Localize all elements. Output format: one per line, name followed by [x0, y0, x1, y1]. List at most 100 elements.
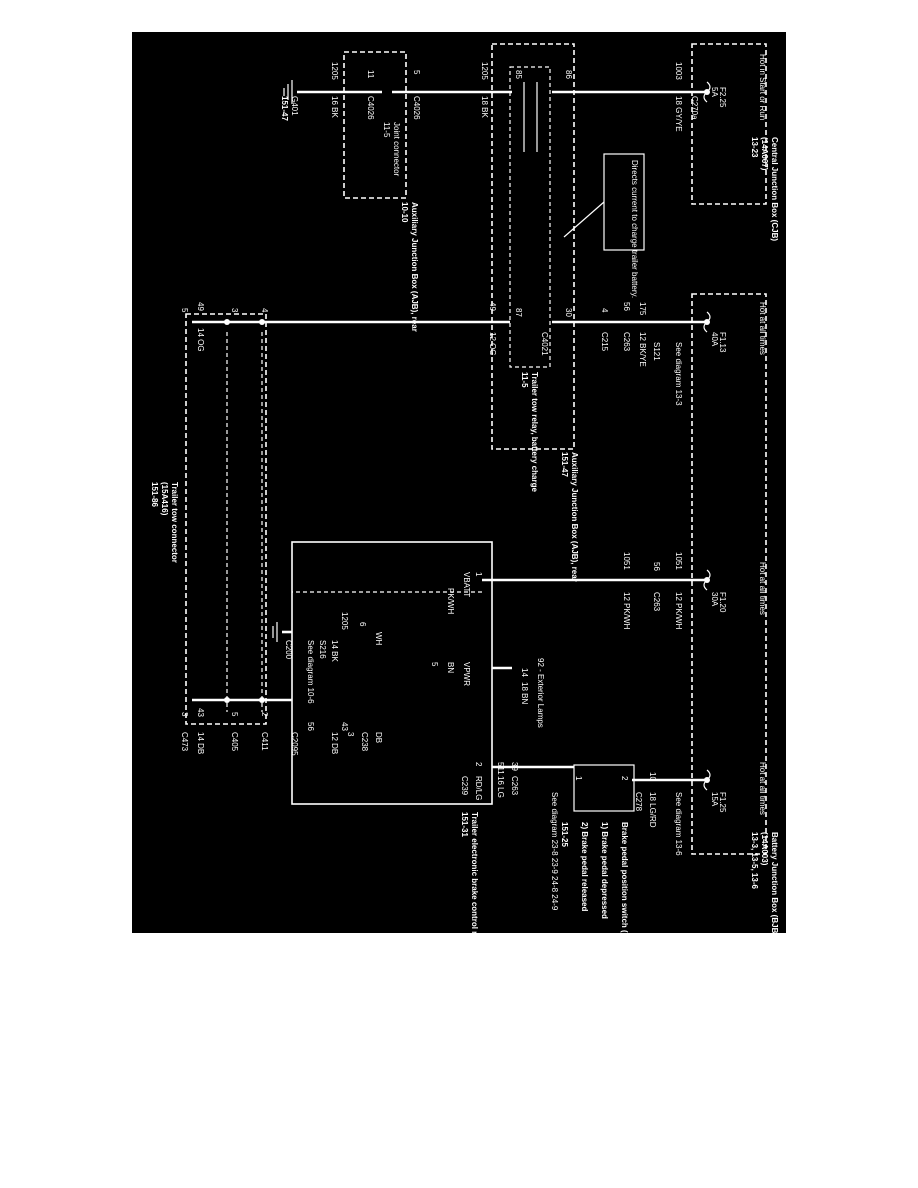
brake-switch-pin2: 2: [620, 776, 629, 781]
wire-1051b-num: 1051: [622, 552, 631, 570]
wire-49-color: 12 OG: [488, 332, 497, 356]
c263b-label: C263: [652, 592, 661, 612]
wire-1205b-num: 1205: [330, 62, 339, 80]
relay-conn: C4021: [540, 332, 549, 356]
mw-18bn: 18 BN: [520, 682, 529, 704]
cjb-title: Central Junction Box (CJB): [770, 137, 779, 241]
wire-1051b-color: 12 PK/WH: [622, 592, 631, 630]
cjb-connector-label: C270a: [690, 96, 699, 120]
wire-1205b-color: 16 BK: [330, 96, 339, 118]
ajb2-pin5: 5: [412, 70, 421, 75]
wiring-diagram: Hot in Start or Run F2.25 5A C270a Centr…: [132, 32, 786, 933]
module-pin3: 3: [346, 732, 355, 737]
fuse-f113-icon: [703, 311, 711, 333]
mw-43: 43: [340, 722, 349, 731]
mw-511: 511: [496, 762, 505, 775]
module-pin1: 1: [474, 572, 483, 577]
ajb2-ref: 10-10: [400, 202, 409, 223]
wire-175-num: 175: [638, 302, 647, 316]
brake-switch-title: Brake pedal position switch (13480): [620, 822, 629, 933]
bjb-part: (14A003): [760, 832, 769, 866]
wire-175-color: 12 BK/YE: [638, 332, 647, 367]
brake-switch-state1: 1) Brake pedal depressed: [600, 822, 609, 919]
see-13-3: See diagram 13-3: [674, 342, 683, 406]
ajb2-joint-ref: 11-5: [382, 122, 391, 138]
wire-49-num: 49: [488, 302, 497, 311]
bjb-hot3: Hot at all times: [758, 762, 767, 815]
mw-14bk: 14 BK: [330, 640, 339, 662]
tc-pin5b: 5: [230, 712, 239, 717]
cjb-ref: 13-23: [750, 137, 759, 158]
module-pin5: 5: [430, 662, 439, 667]
mw-exterior: 92 - Exterior Lamps: [536, 658, 545, 728]
brake-switch-ref: 151-25: [560, 822, 569, 847]
mw-39: 39: [510, 762, 519, 771]
relay-title: Trailer tow relay, battery charge: [530, 372, 539, 492]
relay-note-box: [603, 153, 645, 251]
ajb-rear-ref: 151-47: [560, 452, 569, 477]
module-vbatt: VBATT: [462, 572, 471, 597]
tc-pin3b: 3: [180, 712, 189, 717]
pin56b: 56: [652, 562, 661, 571]
wire-1205a-color: 18 BK: [480, 96, 489, 118]
cjb-box: [691, 43, 767, 205]
relay-pin30: 30: [564, 308, 573, 317]
ajb2-title: Auxiliary Junction Box (AJB), rear: [410, 202, 419, 332]
bjb-title: Battery Junction Box (BJB): [770, 832, 779, 933]
mw-1205: 1205: [340, 612, 349, 630]
bjb-fuse1-amp: 40A: [710, 332, 719, 347]
module-pin2: 2: [474, 762, 483, 767]
mw-c2095: C2095: [290, 732, 299, 756]
wire-56-num: 56: [622, 302, 631, 311]
c263-label: C263: [622, 332, 631, 352]
see-13-6: See diagram 13-6: [674, 792, 683, 856]
wire-1003-color: 18 GY/YE: [674, 96, 683, 132]
module-title: Trailer electronic brake control module: [470, 812, 479, 933]
mw-see-10-6: See diagram 10-6: [306, 640, 315, 704]
ajb-rear-title: Auxiliary Junction Box (AJB), rear: [570, 452, 579, 582]
bjb-hot2: Hot at all times: [758, 562, 767, 615]
cjb-hot-label: Hot in Start or Run: [758, 54, 767, 120]
module-rdlg: RD/LG: [474, 776, 483, 800]
relay-pin87: 87: [514, 308, 523, 317]
module-wh: WH: [374, 632, 383, 646]
module-db: DB: [374, 732, 383, 743]
mw-c200: C200: [284, 640, 293, 660]
ajb2-joint: Joint connector: [392, 122, 401, 177]
bjb-fuse1: F1.13: [718, 332, 727, 353]
mw-56: 56: [306, 722, 315, 731]
bjb-box: [691, 293, 767, 855]
tc-pin2: 2: [260, 712, 269, 717]
tc-c411: C411: [260, 732, 269, 751]
relay-pin86: 86: [564, 70, 573, 79]
wire-10-num: 10: [648, 772, 657, 781]
fuse-f225-icon: [703, 81, 711, 103]
module-c239: C239: [460, 776, 469, 796]
cjb-fuse-label: F2.25: [718, 87, 727, 108]
brake-switch-pin1: 1: [574, 776, 583, 781]
tc-pin49: 49: [196, 302, 205, 311]
tc-pin3: 3: [230, 308, 239, 313]
module-bn: BN: [446, 662, 455, 673]
fuse-f120-icon: [703, 569, 711, 591]
g401-label: G401: [290, 96, 299, 116]
module-ref: 151-31: [460, 812, 469, 837]
s121-label: S121: [652, 342, 661, 361]
wire-1051a-color: 12 PK/WH: [674, 592, 683, 630]
ajb2-pin11: 11: [366, 70, 375, 79]
ajb2-conn: C4026: [412, 96, 421, 120]
relay-inner-box: [509, 66, 551, 368]
wire-1205a-num: 1205: [480, 62, 489, 80]
mw-s216: S216: [318, 640, 327, 659]
c215-label: C215: [600, 332, 609, 352]
ajb-rear-box: [491, 43, 575, 450]
tc-pin4: 4: [260, 308, 269, 313]
relay-ref: 11-5: [520, 372, 529, 388]
mw-c263: C263: [510, 776, 519, 796]
tc-43: 43: [196, 708, 205, 717]
fuse-f125-icon: [703, 769, 711, 791]
brake-switch-state2: 2) Brake pedal released: [580, 822, 589, 911]
tc-part: (15A416): [160, 482, 169, 516]
g401-ref: 151-47: [280, 96, 289, 121]
bjb-fuse2: F1.20: [718, 592, 727, 613]
